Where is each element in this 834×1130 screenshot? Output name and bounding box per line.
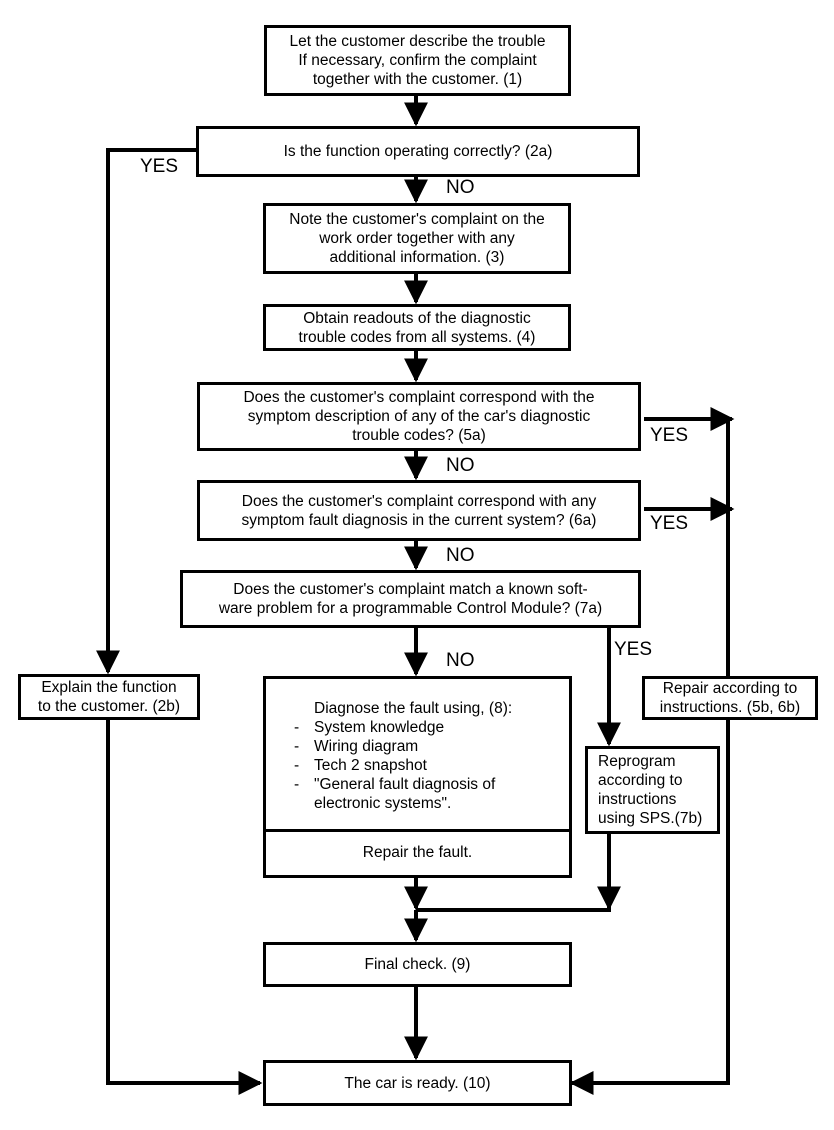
decision-5a-line-3: trouble codes? (5a) [352, 427, 486, 444]
decision-7a-line-2: ware problem for a programmable Control … [218, 600, 603, 617]
step-2b-line-2: to the customer. (2b) [37, 698, 181, 715]
bullet-dash: - [294, 738, 300, 755]
label-no-5a: NO [446, 455, 475, 476]
decision-7a-line-1: Does the customer's complaint match a kn… [233, 581, 588, 598]
step-8-bullet: - System knowledge [294, 718, 444, 737]
decision-2a-function-correct: Is the function operating correctly? (2a… [196, 126, 640, 177]
label-no-2a: NO [446, 177, 475, 198]
label-yes-7a: YES [614, 639, 653, 660]
step-8-repair-text: Repair the fault. [362, 844, 473, 861]
step-8-heading: Diagnose the fault using, (8): [314, 700, 513, 717]
step-8-repair-fault: Repair the fault. [266, 830, 569, 875]
bullet-dash: - [294, 719, 300, 736]
label-yes-2a: YES [140, 156, 179, 177]
step-2b-explain-function: Explain the function to the customer. (2… [18, 674, 200, 720]
step-8-bullet-text: System knowledge [314, 719, 445, 736]
label-yes-5a: YES [650, 425, 689, 446]
step-8-bullet: - "General fault diagnosis of electronic… [294, 775, 534, 813]
step-4-obtain-readouts: Obtain readouts of the diagnostic troubl… [263, 304, 571, 351]
step-4-line-2: trouble codes from all systems. (4) [298, 328, 536, 346]
label-yes-6a: YES [650, 513, 689, 534]
step-8-bullet-text: Wiring diagram [314, 738, 419, 755]
step-8-bullet-text: Tech 2 snapshot [314, 757, 427, 774]
step-1-line-1: Let the customer describe the trouble [289, 33, 546, 50]
arrow-2a-yes-to-2b [96, 148, 197, 675]
step-3-line-2: work order together with any [319, 230, 515, 247]
step-8-bullet: - Wiring diagram [294, 737, 418, 756]
step-5b-line-2: instructions. (5b, 6b) [659, 699, 801, 716]
bullet-dash: - [294, 757, 300, 774]
decision-5a-line-1: Does the customer's complaint correspond… [243, 389, 595, 406]
step-8-bullet-text: "General fault diagnosis of electronic s… [314, 776, 496, 812]
decision-2a-text: Is the function operating correctly? (2a… [283, 143, 553, 160]
arrow-2b-to-10 [106, 718, 263, 1095]
arrow-5b-to-10 [569, 720, 730, 1095]
step-8-bullet: - Tech 2 snapshot [294, 756, 427, 775]
step-1-line-3: together with the customer. (1) [312, 71, 523, 88]
step-5b-line-1: Repair according to [662, 680, 798, 697]
step-1-line-2: If necessary, confirm the complaint [298, 52, 537, 69]
step-9-final-check: Final check. (9) [263, 942, 572, 987]
label-no-6a: NO [446, 545, 475, 566]
decision-7a-software-problem: Does the customer's complaint match a kn… [180, 570, 641, 628]
decision-6a-line-2: symptom fault diagnosis in the current s… [241, 511, 597, 529]
step-10-text: The car is ready. (10) [344, 1074, 491, 1092]
step-9-text: Final check. (9) [364, 956, 471, 973]
step-1-describe-trouble: Let the customer describe the trouble If… [264, 25, 571, 96]
step-4-line-1: Obtain readouts of the diagnostic [303, 309, 531, 327]
step-8-diagnose-section: Diagnose the fault using, (8): - System … [266, 679, 569, 829]
step-7b-line-3: instructions [598, 791, 677, 808]
step-7b-reprogram: Reprogram according to instructions usin… [585, 746, 720, 834]
step-7b-line-4: using SPS.(7b) [598, 810, 703, 827]
step-8-divider [266, 829, 569, 832]
step-3-line-1: Note the customer's complaint on the [289, 211, 545, 228]
step-3-line-3: additional information. (3) [329, 249, 505, 266]
step-2b-line-1: Explain the function [41, 679, 177, 696]
step-8-diagnose-fault: Diagnose the fault using, (8): - System … [263, 676, 572, 878]
step-3-note-complaint: Note the customer's complaint on the wor… [263, 203, 571, 274]
decision-6a-line-1: Does the customer's complaint correspond… [241, 492, 597, 510]
decision-5a-line-2: symptom description of any of the car's … [247, 408, 591, 425]
label-no-7a: NO [446, 650, 475, 671]
decision-5a-trouble-codes: Does the customer's complaint correspond… [197, 382, 641, 451]
step-10-car-ready: The car is ready. (10) [263, 1060, 572, 1106]
step-7b-line-1: Reprogram [598, 753, 676, 770]
decision-6a-symptom-fault: Does the customer's complaint correspond… [197, 480, 641, 541]
bullet-dash: - [294, 776, 300, 793]
step-7b-line-2: according to [598, 772, 683, 789]
step-5b-repair-instructions: Repair according to instructions. (5b, 6… [642, 676, 818, 720]
